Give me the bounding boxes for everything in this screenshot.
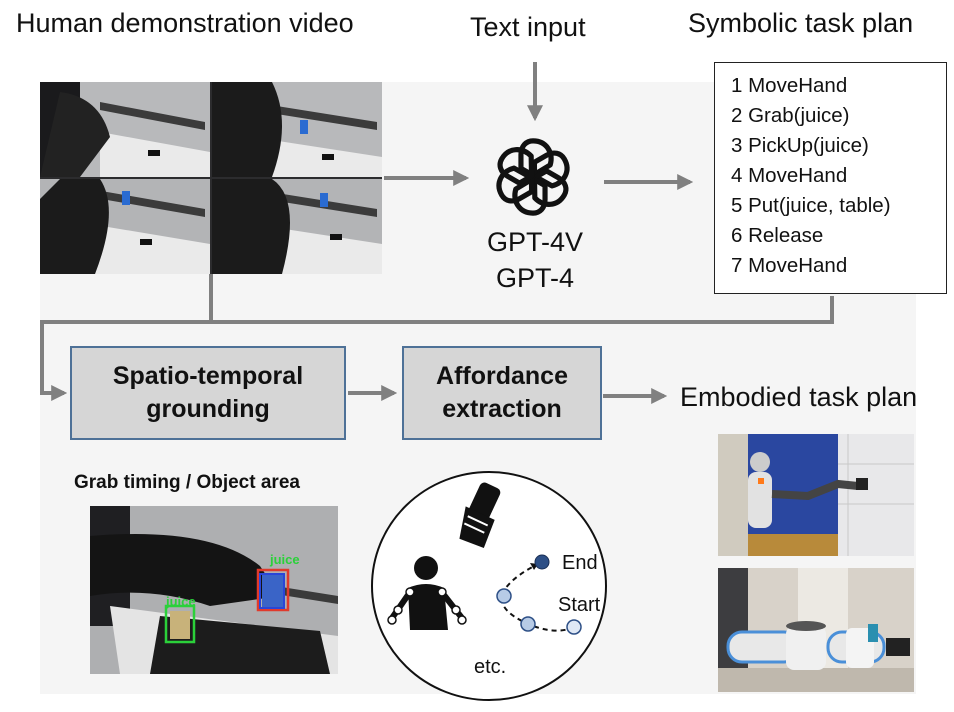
robot-photo-2 <box>718 568 914 692</box>
plan-step: 5 Put(juice, table) <box>731 194 891 217</box>
grab-detection-image: juice juice <box>90 506 338 674</box>
trajectory-node-end <box>534 554 550 570</box>
detection-label-red: juice <box>270 552 300 567</box>
plan-step: 3 PickUp(juice) <box>731 134 869 157</box>
grab-timing-heading: Grab timing / Object area <box>74 472 300 493</box>
trajectory-node-start <box>566 619 582 635</box>
embodied-plan-heading: Embodied task plan <box>680 382 918 412</box>
plan-step: 1 MoveHand <box>731 74 848 97</box>
model-gpt4: GPT-4 <box>495 263 575 293</box>
grasp-hand-icon <box>459 482 501 548</box>
video-frame-2 <box>212 82 382 177</box>
symbolic-plan-heading: Symbolic task plan <box>688 8 914 38</box>
text-input-heading: Text input <box>470 12 586 42</box>
plan-step: 7 MoveHand <box>731 254 848 277</box>
detection-label-green: juice <box>166 594 196 609</box>
plan-step: 6 Release <box>731 224 824 247</box>
model-gpt4v: GPT-4V <box>486 227 584 257</box>
symbolic-plan-box: 1 MoveHand 2 Grab(juice) 3 PickUp(juice)… <box>714 62 947 294</box>
video-frame-4 <box>212 179 382 274</box>
trajectory-node <box>520 616 536 632</box>
start-label: Start <box>558 594 601 616</box>
end-label: End <box>562 552 598 574</box>
video-frame-1 <box>40 82 210 177</box>
affordance-box: Affordance extraction <box>402 346 602 440</box>
connector-video-to-grounding <box>40 274 213 401</box>
etc-label: etc. <box>474 656 507 678</box>
connector-plan-to-grounding <box>211 296 834 324</box>
grounding-box: Spatio-temporal grounding <box>70 346 346 440</box>
trajectory-path <box>500 563 575 632</box>
grounding-label: Spatio-temporal grounding <box>112 362 304 423</box>
human-pose-icon <box>387 556 467 630</box>
video-frame-3 <box>40 179 210 274</box>
plan-step: 2 Grab(juice) <box>731 104 850 127</box>
affordance-label: Affordance extraction <box>436 362 568 423</box>
openai-logo-icon <box>490 138 576 220</box>
trajectory-node <box>496 588 512 604</box>
robot-photo-1 <box>718 434 914 556</box>
human-demo-heading: Human demonstration video <box>16 8 354 38</box>
plan-step: 4 MoveHand <box>731 164 848 187</box>
demo-video-frames <box>40 82 382 274</box>
affordance-ellipse <box>371 471 607 701</box>
model-names: GPT-4V GPT-4 <box>470 224 600 296</box>
